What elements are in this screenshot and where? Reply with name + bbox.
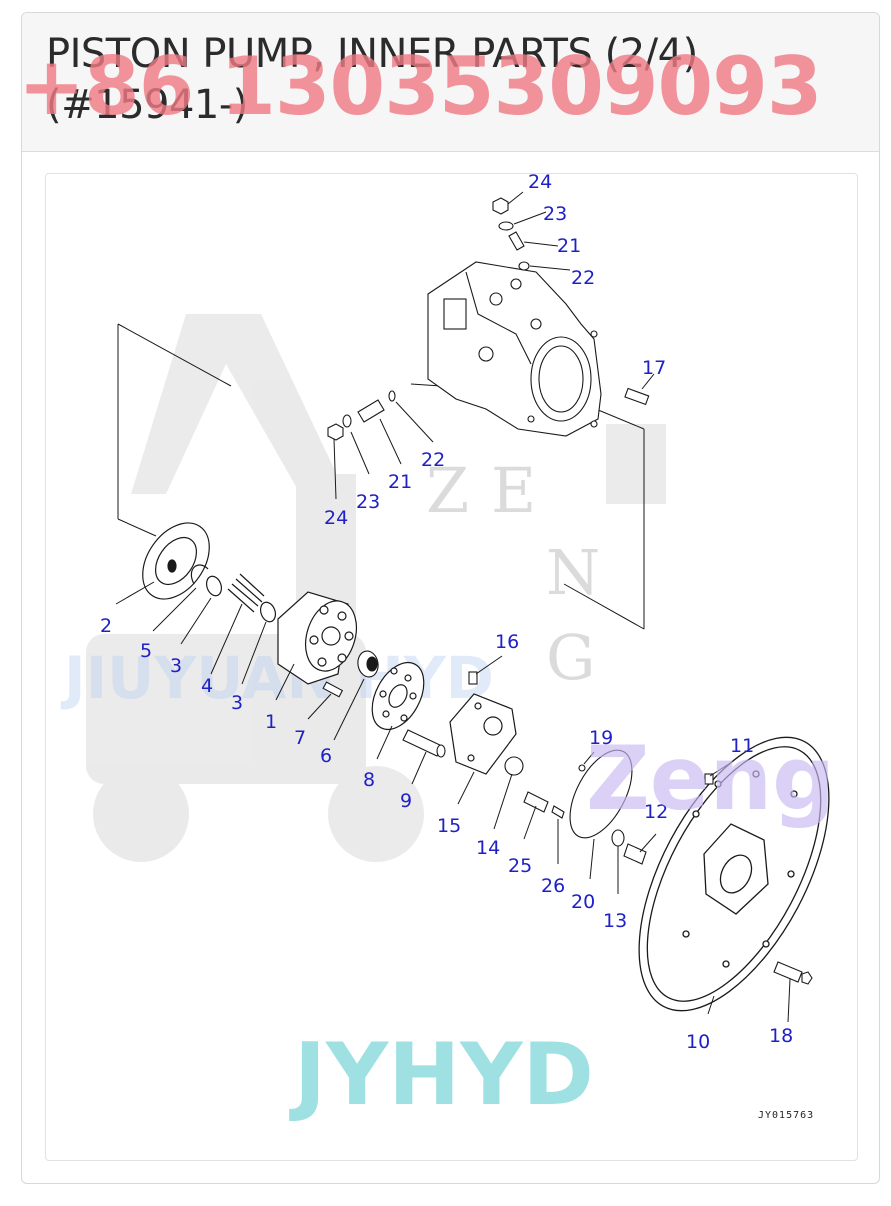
retainer-plate-8 [371,661,425,731]
watermark-bottom-brand: JYHYD [289,1025,594,1125]
callout-3a: 3 [170,655,182,677]
parts-diagram-frame: Z E N G JIUYUAN HYD [45,173,858,1161]
callout-11: 11 [730,735,754,757]
shaft-9 [402,729,446,758]
callout-22-left: 22 [421,449,445,471]
valve-plate-2 [142,522,210,600]
bg-letter-n: N [546,536,600,609]
callout-2: 2 [100,615,112,637]
callout-20: 20 [571,891,595,913]
callout-17: 17 [642,357,666,379]
drawing-code: JY015763 [758,1110,814,1121]
title-line-2: (#15941-) [46,82,248,128]
callout-23-left: 23 [356,491,380,513]
callout-6: 6 [320,745,332,767]
spring-12 [623,843,647,865]
callout-19: 19 [589,727,613,749]
guide-lines [117,323,645,630]
rings-and-spring [190,564,277,623]
swash-plate-15 [449,693,517,775]
bg-letter-z: Z [426,454,469,527]
callout-24-left: 24 [324,507,348,529]
pump-housing [427,261,602,437]
port-fittings [327,197,650,441]
callout-24-top: 24 [528,174,552,193]
callout-15: 15 [437,815,461,837]
bushing-6 [357,650,379,678]
phone-watermark-layer: +86 13035309093 [18,40,823,133]
title-line-1: PISTON PUMP, INNER PARTS (2/4) [46,31,698,77]
pump-cover-10 [638,736,830,1012]
callout-labels: 24 23 21 22 17 22 21 23 24 2 5 3 4 3 1 7… [100,174,793,1053]
callout-9: 9 [400,790,412,812]
content-panel: PISTON PUMP, INNER PARTS (2/4) (#15941-)… [21,12,880,1184]
page-title: PISTON PUMP, INNER PARTS (2/4) (#15941-) [46,29,846,131]
callout-14: 14 [476,837,500,859]
ball-14 [504,756,524,776]
callout-5: 5 [140,640,152,662]
callout-21-top: 21 [557,235,581,257]
background-letters: Z E N G [426,454,600,694]
bolts [704,773,813,985]
spring-parts [523,791,565,819]
callout-12: 12 [644,801,668,823]
bg-letter-g: G [546,621,596,694]
callout-4: 4 [201,675,213,697]
callout-25: 25 [508,855,532,877]
callout-10: 10 [686,1031,710,1053]
callout-13: 13 [603,910,627,932]
exploded-view-diagram: Z E N G JIUYUAN HYD [60,174,835,1125]
watermark-side-brand: Zeng [586,727,835,830]
callout-16: 16 [495,631,519,653]
callout-21-left: 21 [388,471,412,493]
leader-lines [115,191,791,1023]
callout-23-top: 23 [543,203,567,225]
callout-26: 26 [541,875,565,897]
callout-3b: 3 [231,692,243,714]
watermark-phone: +86 13035309093 [18,40,822,133]
cylinder-block-1 [277,591,357,685]
callout-1: 1 [265,711,277,733]
callout-18: 18 [769,1025,793,1047]
pin-7 [322,681,344,698]
callout-7: 7 [294,727,306,749]
plug-16 [468,671,478,685]
panel-header: PISTON PUMP, INNER PARTS (2/4) (#15941-) [22,13,879,152]
callout-8: 8 [363,769,375,791]
callout-22-top: 22 [571,267,595,289]
bg-brand-text: JIUYUAN HYD [60,644,494,712]
bg-letter-e: E [491,454,536,527]
